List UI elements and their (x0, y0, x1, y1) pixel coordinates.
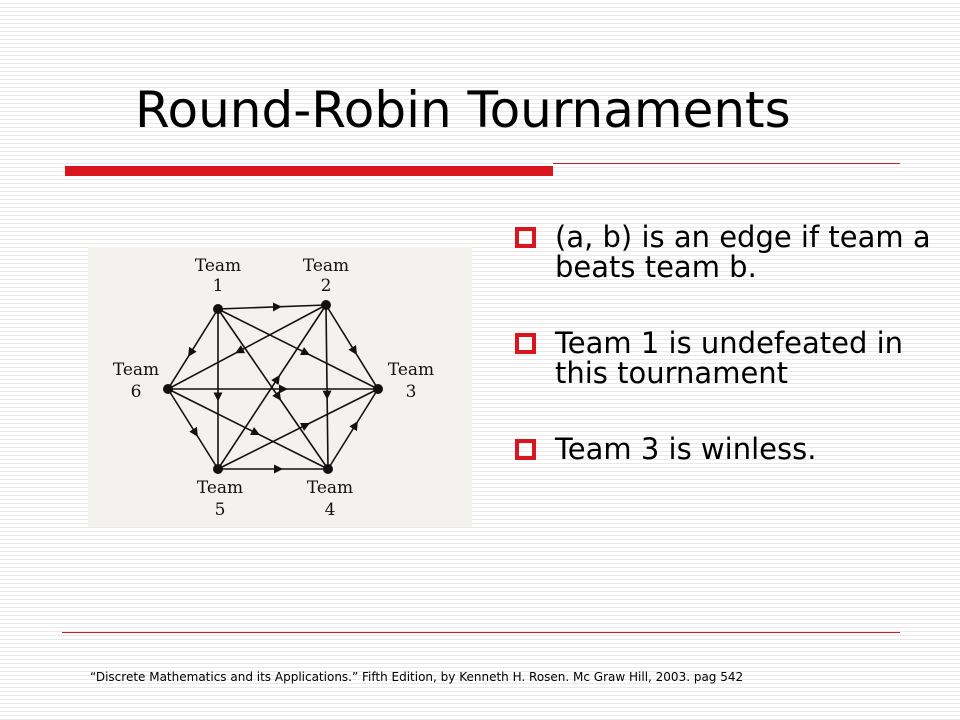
node-label-team-5: Team (197, 478, 243, 498)
edge-arrow-5-2 (271, 375, 280, 386)
bullet-team1-undefeated: Team 1 is undefeated in this tournament (515, 328, 935, 388)
edge-arrow-6-4 (249, 426, 261, 436)
bullet-square-icon (515, 333, 536, 354)
node-label-team-2: Team (303, 256, 349, 276)
citation: “Discrete Mathematics and its Applicatio… (90, 670, 744, 684)
bullet-text: Team 3 is winless. (555, 432, 817, 466)
node-number-team-3: 3 (406, 382, 417, 402)
node-number-team-2: 2 (321, 276, 332, 296)
edge-arrow-1-6 (188, 346, 197, 357)
edge-5-2 (217, 304, 327, 470)
node-team-6 (163, 384, 173, 394)
node-label-team-6: Team (113, 360, 159, 380)
bullet-text: (a, b) is an edge if team a beats team b… (555, 220, 931, 284)
footer-divider (62, 632, 900, 633)
edge-arrow-2-6 (235, 345, 246, 354)
node-team-3 (373, 384, 383, 394)
node-label-team-4: Team (307, 478, 353, 498)
bullet-text: Team 1 is undefeated in this tournament (555, 326, 904, 390)
edge-5-3 (217, 388, 379, 470)
node-number-team-6: 6 (131, 382, 142, 402)
edge-arrow-5-3 (299, 422, 311, 432)
bullet-list: (a, b) is an edge if team a beats team b… (515, 222, 935, 492)
edge-arrow-6-5 (189, 426, 198, 437)
node-team-1 (213, 304, 223, 314)
edge-1-6 (167, 308, 219, 390)
edge-1-3 (217, 308, 379, 390)
node-label-team-1: Team (195, 256, 241, 276)
bullet-square-icon (515, 227, 536, 248)
edge-arrow-1-3 (299, 346, 311, 356)
bullet-square-icon (515, 439, 536, 460)
node-number-team-4: 4 (325, 500, 336, 520)
title-underline-thin (553, 163, 900, 164)
slide-title: Round-Robin Tournaments (135, 81, 791, 139)
edge-1-2 (217, 304, 327, 310)
edge-2-6 (167, 304, 327, 390)
node-team-4 (323, 464, 333, 474)
node-team-2 (321, 300, 331, 310)
node-team-5 (213, 464, 223, 474)
node-number-team-5: 5 (215, 500, 226, 520)
edge-arrow-4-3 (349, 421, 358, 432)
node-label-team-3: Team (388, 360, 434, 380)
title-underline-thick (65, 166, 553, 176)
edge-6-4 (167, 388, 329, 470)
bullet-edge-definition: (a, b) is an edge if team a beats team b… (515, 222, 935, 282)
edge-arrow-2-3 (348, 345, 357, 356)
edge-arrow-1-4 (272, 390, 282, 401)
bullet-team3-winless: Team 3 is winless. (515, 434, 935, 464)
edge-2-4 (325, 304, 329, 470)
node-number-team-1: 1 (213, 276, 224, 296)
